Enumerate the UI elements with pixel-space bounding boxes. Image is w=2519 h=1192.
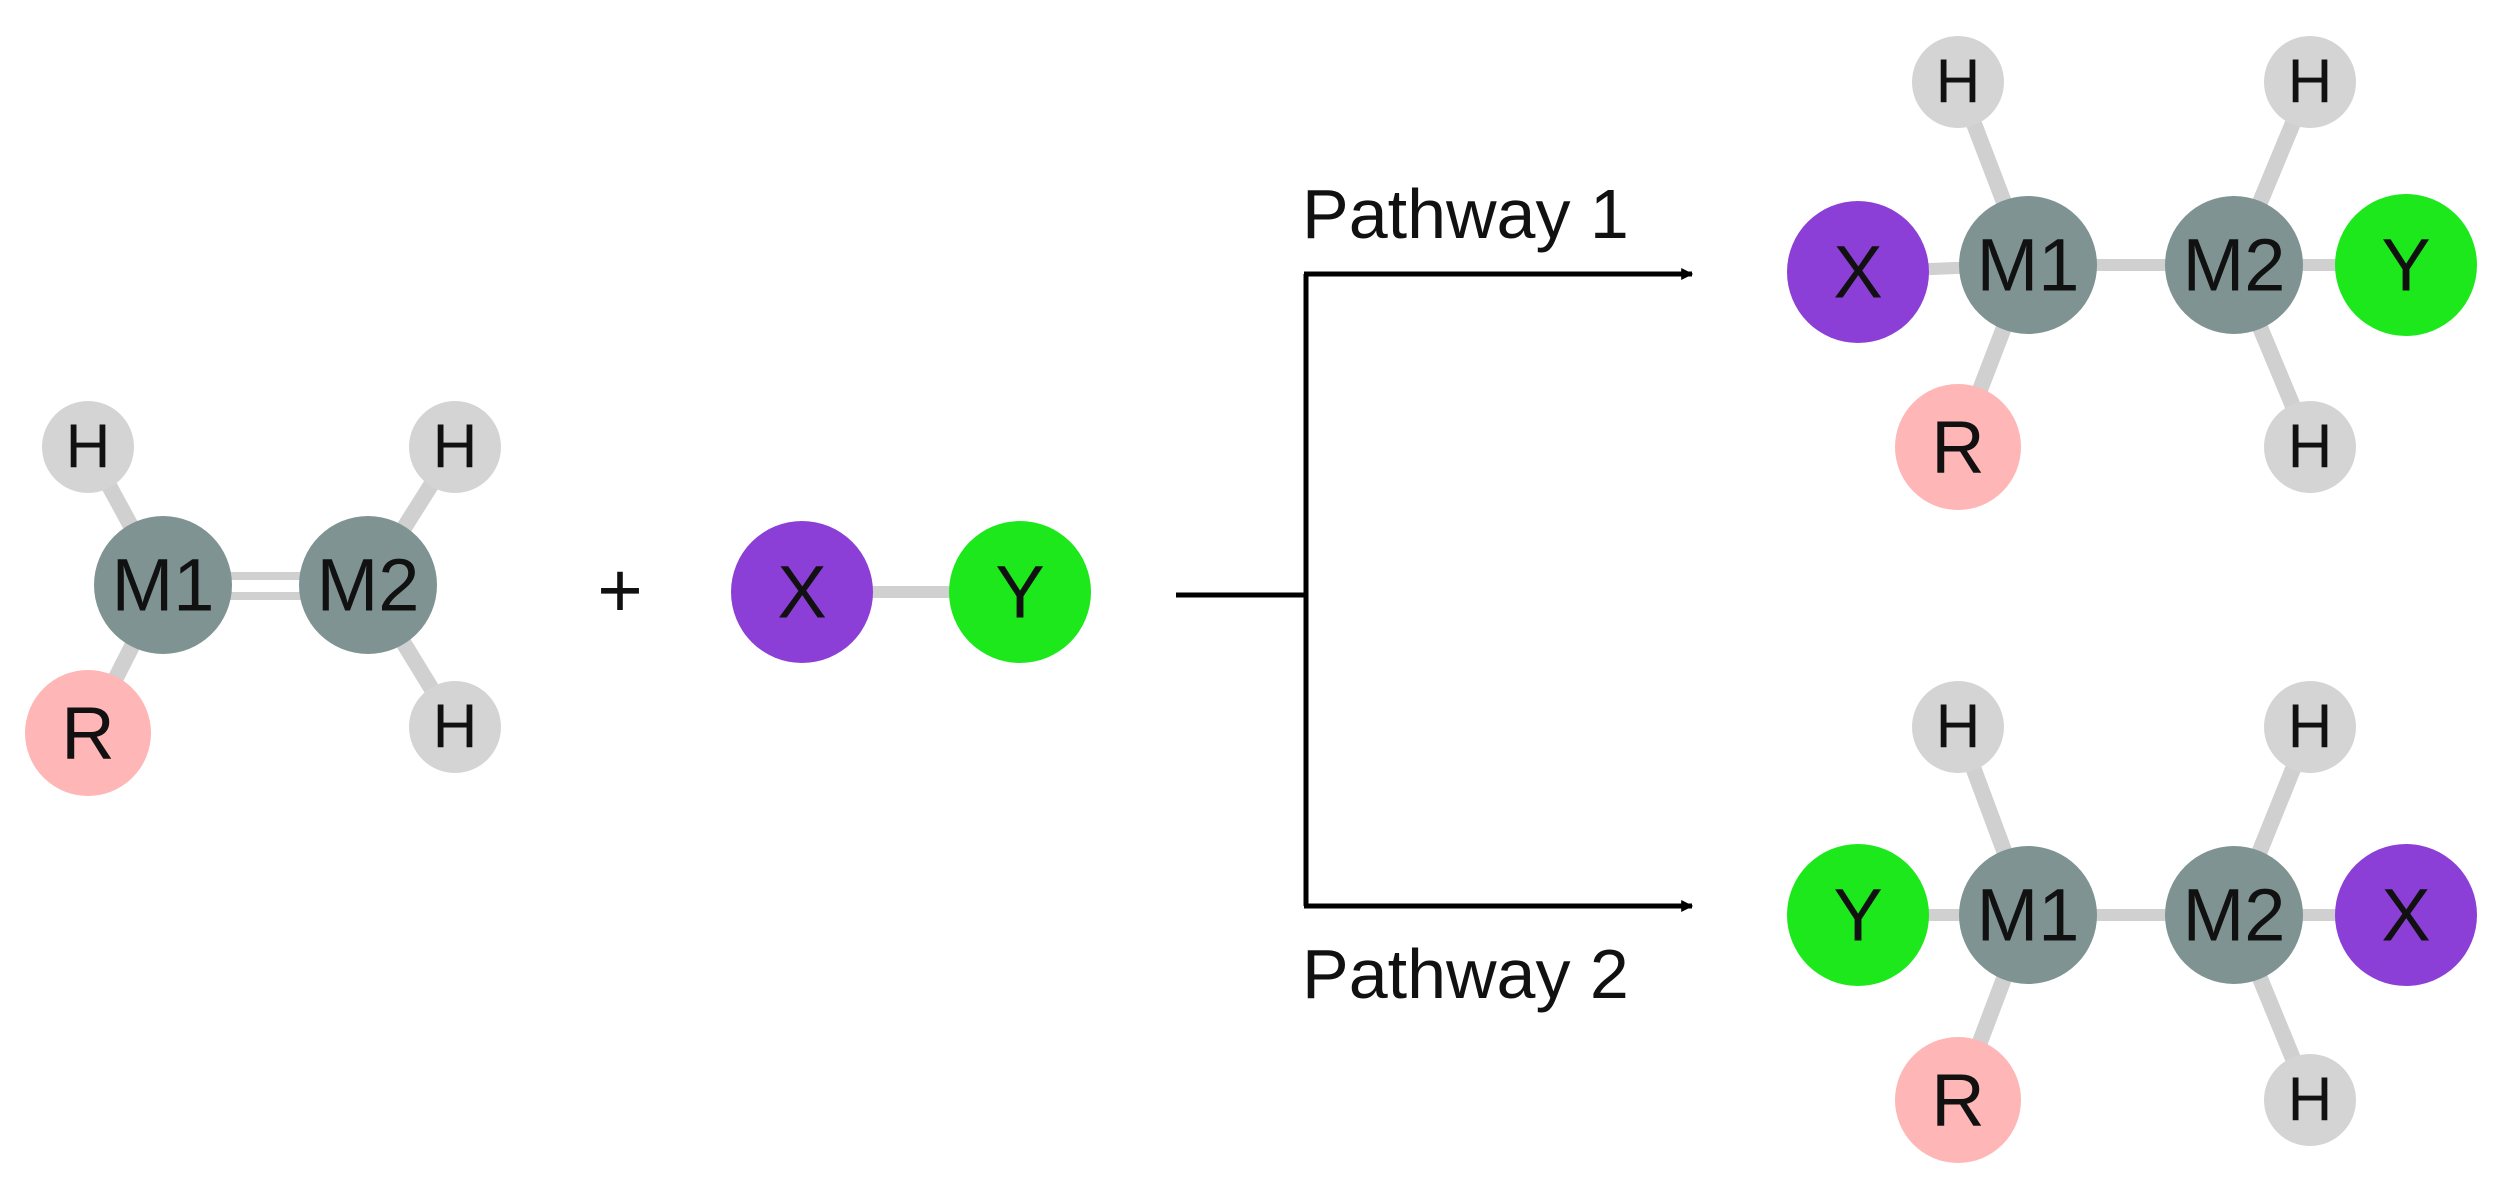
svg-text:H: H xyxy=(1936,48,1981,117)
hydrogen-atom-m1: H xyxy=(1912,681,2004,773)
metal-atom-m2: M2 xyxy=(299,516,437,654)
svg-text:X: X xyxy=(2381,874,2430,957)
hydrogen-atom-m2-top: H xyxy=(2264,36,2356,128)
pathway2-label: Pathway 2 xyxy=(1302,935,1629,1013)
svg-text:M1: M1 xyxy=(1977,224,2080,307)
svg-text:M2: M2 xyxy=(2183,874,2286,957)
svg-text:H: H xyxy=(2288,693,2333,762)
xy-reagent: X Y xyxy=(731,521,1091,663)
hydrogen-atom-m2-bottom: H xyxy=(2264,401,2356,493)
hydrogen-atom-m1: H xyxy=(1912,36,2004,128)
svg-text:Y: Y xyxy=(995,551,1044,634)
svg-text:M2: M2 xyxy=(2183,224,2286,307)
svg-text:M1: M1 xyxy=(112,544,215,627)
metal-atom-m1: M1 xyxy=(1959,196,2097,334)
svg-text:H: H xyxy=(66,413,111,482)
svg-text:H: H xyxy=(2288,413,2333,482)
branching-arrows xyxy=(1176,268,1694,912)
alkene-molecule: H H H R M1 M2 xyxy=(25,401,501,796)
svg-text:R: R xyxy=(1931,406,1984,489)
svg-text:Y: Y xyxy=(1833,874,1882,957)
svg-text:M1: M1 xyxy=(1977,874,2080,957)
y-atom: Y xyxy=(2335,194,2477,336)
hydrogen-atom-bottom-right: H xyxy=(409,681,501,773)
svg-text:H: H xyxy=(2288,48,2333,117)
svg-text:X: X xyxy=(777,551,826,634)
svg-text:H: H xyxy=(433,693,478,762)
r-group-atom: R xyxy=(1895,1037,2021,1163)
x-atom: X xyxy=(2335,844,2477,986)
hydrogen-atom-top-right: H xyxy=(409,401,501,493)
hydrogen-atom-m2-top: H xyxy=(2264,681,2356,773)
svg-text:H: H xyxy=(433,413,478,482)
svg-text:H: H xyxy=(1936,693,1981,762)
svg-text:Y: Y xyxy=(2381,224,2430,307)
metal-atom-m1: M1 xyxy=(1959,846,2097,984)
svg-text:M2: M2 xyxy=(317,544,420,627)
metal-atom-m2: M2 xyxy=(2165,846,2303,984)
svg-text:H: H xyxy=(2288,1066,2333,1135)
y-atom: Y xyxy=(949,521,1091,663)
pathway1-label: Pathway 1 xyxy=(1302,175,1629,253)
r-group-atom: R xyxy=(25,670,151,796)
r-group-atom: R xyxy=(1895,384,2021,510)
x-atom: X xyxy=(1787,201,1929,343)
svg-text:R: R xyxy=(61,692,114,775)
metal-atom-m1: M1 xyxy=(94,516,232,654)
hydrogen-atom-top-left: H xyxy=(42,401,134,493)
x-atom: X xyxy=(731,521,873,663)
svg-text:R: R xyxy=(1931,1059,1984,1142)
metal-atom-m2: M2 xyxy=(2165,196,2303,334)
product-pathway1: H H H R X M1 M2 Y xyxy=(1787,36,2477,510)
product-pathway2: H H H R Y M1 M2 X xyxy=(1787,681,2477,1163)
hydrogen-atom-m2-bottom: H xyxy=(2264,1054,2356,1146)
y-atom: Y xyxy=(1787,844,1929,986)
svg-text:X: X xyxy=(1833,231,1882,314)
plus-sign: + xyxy=(597,546,643,634)
